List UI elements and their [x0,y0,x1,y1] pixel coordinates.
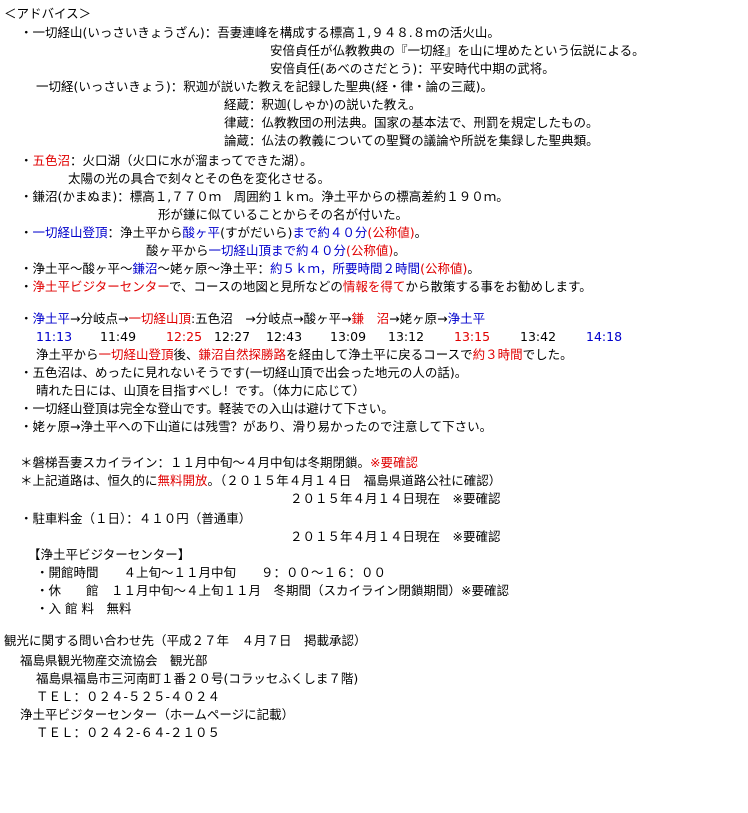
trail-text: ：浄土平から [107,225,183,240]
time-summit: 12:25 [166,329,203,344]
goshikinuma-line: ・五色沼：火口湖（火口に水が溜まってできた湖）。 [20,152,313,170]
time-goshikinuma-leave: 12:43 [266,329,303,344]
kamanuma-line2: 形が鎌に似ていることからその名が付いた。 [158,207,409,222]
route-kamanuma: 鎌 沼 [351,311,390,326]
loop-kamanuma: 鎌沼 [132,261,158,276]
course-summary: 浄土平から一切経山登頂後、鎌沼自然探勝路を経由して浄土平に戻るコースで約３時間で… [36,346,573,364]
kyozo-def: 経蔵：釈迦(しゃか)の説いた教え。 [224,97,422,112]
issaikyozan-line: ・一切経山(いっさいきょうざん)：吾妻連峰を構成する標高１,９４８.８mの活火山… [20,24,500,42]
skyline-road: ＊上記道路は、恒久的に [20,473,158,488]
note-snow: ・姥ヶ原→浄土平への下山道には残雪？があり、滑り易かったので注意して下さい。 [20,419,493,434]
visitor-info: 情報を得て [342,279,406,294]
bullet: ・ [20,279,33,294]
route-summit: 一切経山頂 [128,311,191,326]
skyline-line2: ＊上記道路は、恒久的に無料開放。（２０１５年４月１４日 福島県道路公社に確認） [20,472,501,490]
trail-sugadaira: 酸ヶ平 [182,225,221,240]
course-text2: 後、 [173,347,199,362]
kamanuma-line1: ・鎌沼(かまぬま)：標高１,７７０ｍ 周囲約１ｋｍ。浄土平からの標高差約１９０ｍ… [20,189,509,204]
issaikyozan-def1: 吾妻連峰を構成する標高１,９４８.８mの活火山。 [217,25,500,40]
trail-summit-label: 一切経山登頂 [32,225,108,240]
advice-heading: ＜アドバイス＞ [4,6,92,21]
goshikinuma-def2: 太陽の光の具合で刻々とその色を変化させる。 [68,171,331,186]
note-goshikinuma: ・五色沼は、めったに見れないそうです(一切経山頂で出会った地元の人の話)。 [20,365,468,380]
course-nature-trail: 鎌沼自然探勝路 [198,347,287,362]
route-text1: →分岐点→ [70,311,129,326]
visitor-line: ・浄土平ビジターセンターで、コースの地図と見所などの情報を得てから散策する事をお… [20,278,592,296]
loop-distance: 約５ｋｍ，所要時間２時間 [270,261,421,276]
bullet: ・ [20,225,33,240]
loop-end: 。 [467,261,480,276]
skyline-checked: 。（２０１５年４月１４日 福島県道路公社に確認） [207,473,502,488]
route-text2: :五色沼 →分岐点→酸ヶ平→ [191,311,352,326]
trail-end1: 。 [414,225,428,240]
trail-text2: 酸ヶ平から [146,243,209,258]
contact-heading: 観光に関する問い合わせ先（平成２７年 ４月７日 掲載承認） [4,633,367,648]
ronzo-def: 論蔵：仏法の教義についての聖賢の議論や所説を集録した聖典類。 [224,133,599,148]
visitor-text1: で、コースの地図と見所などの [169,279,343,294]
skyline-date: ２０１５年４月１４日現在 ※要確認 [290,491,501,506]
skyline-confirm: ※要確認 [370,455,418,470]
visitor-text2: から散策する事をお勧めします。 [405,279,592,294]
course-duration: 約３時間 [472,347,523,362]
time-jododaira-start: 11:13 [36,329,73,344]
skyline-closure: ＊磐梯吾妻スカイライン：１１月中旬～４月中旬は冬期閉鎖。 [20,455,371,470]
parking-date: ２０１５年４月１４日現在 ※要確認 [290,529,501,544]
course-summit: 一切経山登頂 [98,347,174,362]
time-branch2: 13:09 [330,329,367,344]
route-jododaira-end: 浄土平 [447,311,486,326]
trail-time2: 一切経山頂まで約４０分 [208,243,347,258]
contact-tel1: ＴＥＬ：０２４-５２５-４０２４ [36,689,221,704]
trail-nominal2: (公称値) [346,243,394,258]
time-goshikinuma-arrive: 12:27 [214,329,251,344]
vc-heading: 【浄土平ビジターセンター】 [28,547,191,562]
trail-line1: ・一切経山登頂：浄土平から酸ヶ平(すがだいら)まで約４０分(公称値)。 [20,224,427,242]
time-sugadaira: 13:12 [388,329,425,344]
bullet: ・ [20,153,33,168]
vc-closed: ・休 館 １１月中旬～４上旬１１月 冬期間（スカイライン閉鎖期間）※要確認 [36,583,509,598]
skyline-free: 無料開放 [157,473,208,488]
time-jododaira-end: 14:18 [586,329,623,344]
parking-fee: ・駐車料金（１日）：４１０円（普通車） [20,511,252,526]
route-jododaira-start: 浄土平 [32,311,71,326]
contact-org2: 浄土平ビジターセンター（ホームページに記載） [20,707,295,722]
issaikyo-term: 一切経(いっさいきょう)： [36,79,184,94]
loop-nominal: (公称値) [420,261,468,276]
skyline-line1: ＊磐梯吾妻スカイライン：１１月中旬～４月中旬は冬期閉鎖。※要確認 [20,454,418,472]
contact-tel2: ＴＥＬ：０２４２-６４-２１０５ [36,725,221,740]
trail-reading: (すがだいら) [220,225,293,240]
issaikyozan-def2: 安倍貞任が仏教教典の『一切経』を山に埋めたという伝説による。 [270,43,645,58]
contact-address: 福島県福島市三河南町１番２０号(コラッセふくしま７階) [36,671,359,686]
route-text3: →姥ヶ原→ [389,311,448,326]
time-ubagahara: 13:42 [520,329,557,344]
course-text3: を経由して浄土平に戻るコースで [286,347,473,362]
ritsuzo-def: 律蔵：仏教教団の刑法典。国家の基本法で、刑罰を規定したもの。 [224,115,599,130]
time-branch1: 11:49 [100,329,137,344]
goshikinuma-name: 五色沼 [32,153,71,168]
loop-line: ・浄土平～酸ヶ平～鎌沼～姥ヶ原～浄土平：約５ｋｍ，所要時間２時間(公称値)。 [20,260,480,278]
trail-line2: 酸ヶ平から一切経山頂まで約４０分(公称値)。 [146,242,406,260]
issaikyozan-def3: 安倍貞任(あべのさだとう)：平安時代中期の武将。 [270,61,555,76]
course-text4: でした。 [522,347,573,362]
issaikyozan-term: ・一切経山(いっさいきょうざん)： [20,25,218,40]
trail-end2: 。 [393,243,406,258]
route-line: ・浄土平→分岐点→一切経山頂:五色沼 →分岐点→酸ヶ平→鎌 沼→姥ヶ原→浄土平 [20,310,485,328]
note-clear-day: 晴れた日には、山頂を目指すべし！です。（体力に応じて） [36,383,366,398]
visitor-center-name: 浄土平ビジターセンター [32,279,170,294]
time-kamanuma: 13:15 [454,329,491,344]
loop-text1: ・浄土平～酸ヶ平～ [20,261,133,276]
issaikyo-def: 釈迦が説いた教えを記録した聖典(経・律・論の三蔵)。 [183,79,494,94]
trail-time1: まで約４０分 [292,225,368,240]
goshikinuma-def1: ：火口湖（火口に水が溜まってできた湖）。 [70,153,313,168]
trail-nominal1: (公称値) [367,225,415,240]
vc-hours: ・開館時間 ４上旬～１１月中旬 ９：００～１６：００ [36,565,387,580]
note-climbing: ・一切経山登頂は完全な登山です。軽装での入山は避けて下さい。 [20,401,394,416]
bullet: ・ [20,311,33,326]
course-text1: 浄土平から [36,347,99,362]
contact-org1: 福島県観光物産交流協会 観光部 [20,653,208,668]
loop-text2: ～姥ヶ原～浄土平： [157,261,271,276]
vc-fee: ・入 館 料 無料 [36,601,132,616]
issaikyo-line: 一切経(いっさいきょう)：釈迦が説いた教えを記録した聖典(経・律・論の三蔵)。 [36,78,493,96]
